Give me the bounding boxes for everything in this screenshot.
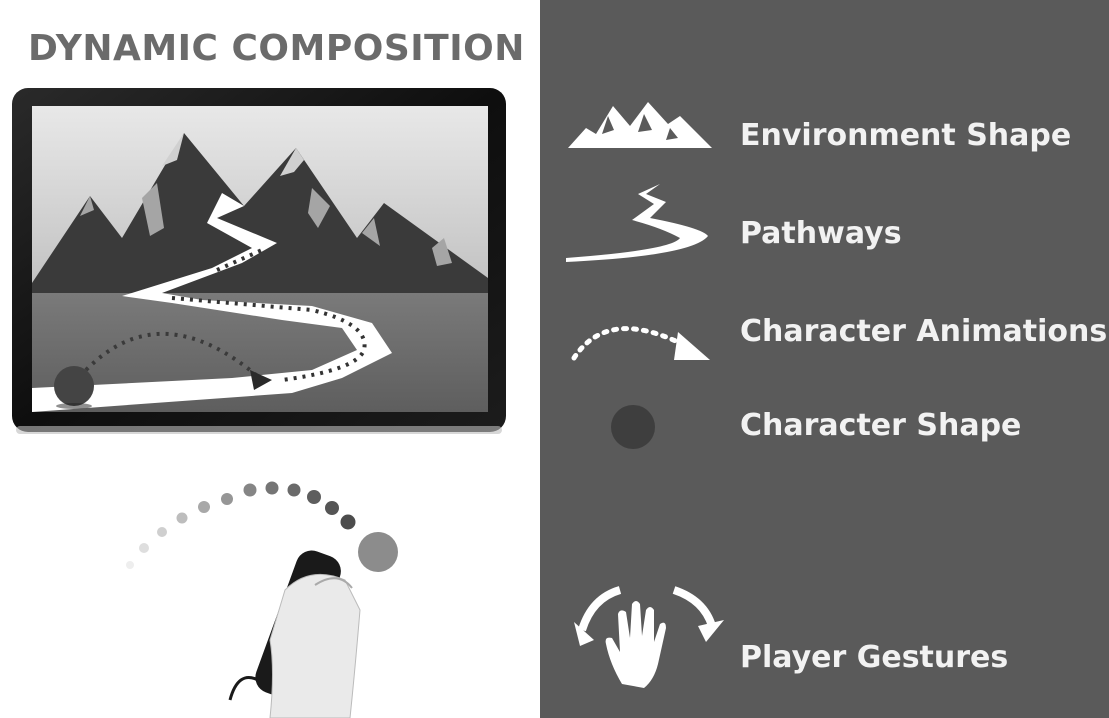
mountain-icon [568,96,712,152]
page-title: DYNAMIC COMPOSITION [28,28,525,69]
legend-label-player-gestures: Player Gestures [740,640,1008,675]
legend-panel: Environment Shape Pathways Character Ani… [540,0,1109,718]
tablet-illustration [12,88,506,438]
motion-controller-illustration [110,470,410,718]
legend-label-character-shape: Character Shape [740,408,1021,443]
legend-label-environment-shape: Environment Shape [740,118,1071,153]
illustration-panel: DYNAMIC COMPOSITION [0,0,540,718]
legend-label-pathways: Pathways [740,216,902,251]
dotted-arc-arrow-icon [568,302,714,366]
circle-icon [608,402,658,452]
pathway-icon [562,180,714,266]
hand-gesture-icon [574,580,724,690]
legend-label-character-animations: Character Animations [740,314,1107,349]
